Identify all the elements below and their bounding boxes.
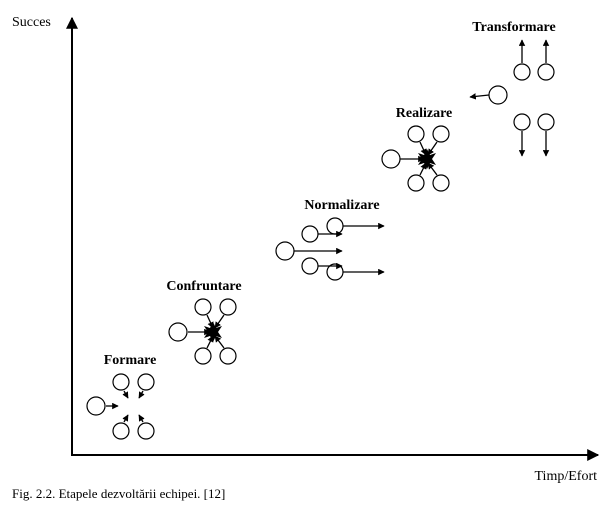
stage-label-realizare: Realizare — [396, 106, 453, 121]
member-node — [537, 113, 555, 131]
axes: Succes Timp/Efort — [12, 15, 600, 484]
member-node — [194, 298, 212, 316]
member-node — [513, 113, 531, 131]
stage-label-formare: Formare — [104, 353, 157, 368]
member-node — [513, 63, 531, 81]
y-axis-label: Succes — [12, 15, 51, 30]
member-node — [112, 373, 130, 391]
member-node — [407, 174, 425, 192]
arrow — [469, 93, 490, 100]
member-node — [301, 225, 319, 243]
stage-confruntare: Confruntare — [166, 279, 242, 365]
member-node — [407, 125, 425, 143]
figure-caption: Fig. 2.2. Etapele dezvoltării echipei. [… — [12, 486, 226, 501]
stage-label-normalizare: Normalizare — [304, 198, 379, 213]
member-node — [326, 217, 344, 235]
member-node — [112, 422, 130, 440]
member-node — [137, 373, 155, 391]
member-node — [219, 347, 237, 365]
leader-node — [381, 149, 401, 169]
arrow — [138, 390, 145, 399]
member-node — [301, 257, 319, 275]
arrow — [122, 390, 129, 399]
arrow — [122, 414, 129, 423]
arrow — [427, 141, 438, 156]
arrow — [138, 414, 145, 423]
member-node — [194, 347, 212, 365]
leader-node — [168, 322, 188, 342]
member-node — [432, 125, 450, 143]
stage-label-confruntare: Confruntare — [166, 279, 241, 294]
leader-node — [86, 396, 106, 416]
member-node — [137, 422, 155, 440]
leader-node — [488, 85, 508, 105]
stage-realizare: Realizare — [381, 106, 453, 192]
conflict-burst-icon — [204, 322, 222, 342]
leader-node — [275, 241, 295, 261]
stage-label-transformare: Transformare — [472, 20, 555, 35]
member-node — [432, 174, 450, 192]
convergence-burst-icon — [418, 149, 436, 169]
stage-formare: Formare — [86, 353, 157, 440]
arrow — [419, 141, 427, 156]
member-node — [219, 298, 237, 316]
arrow — [214, 335, 225, 349]
x-axis-label: Timp/Efort — [535, 469, 598, 484]
stage-transformare: Transformare — [469, 20, 556, 157]
arrow — [427, 162, 438, 176]
stage-normalizare: Normalizare — [275, 198, 385, 281]
arrow — [214, 314, 225, 329]
member-node — [537, 63, 555, 81]
